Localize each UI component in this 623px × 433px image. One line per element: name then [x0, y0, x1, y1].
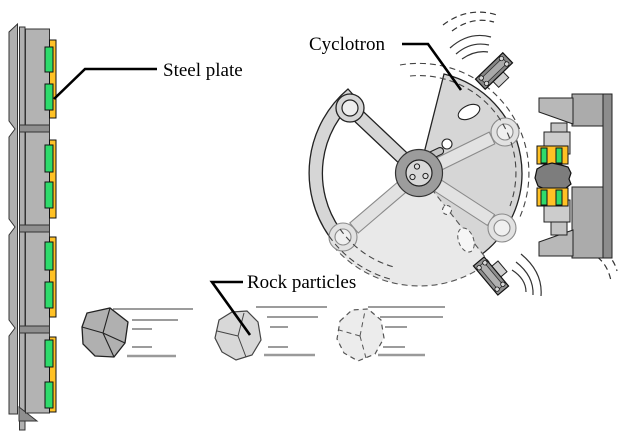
pad-strip-4 [49, 336, 57, 413]
steel-plate-assembly [8, 22, 57, 431]
impact-pad [44, 281, 54, 309]
blade-bolt [494, 286, 500, 292]
blade-bolt [504, 61, 510, 67]
blade-bolt [476, 265, 482, 271]
pad-strip-3 [49, 236, 57, 318]
rotor-hub [394, 148, 444, 198]
hub-bolt [422, 172, 429, 180]
ghost-hole [442, 205, 452, 215]
feeder-pin [555, 147, 563, 164]
impact-blade-top [474, 51, 514, 91]
rock-particles-label: Rock particles [247, 272, 356, 293]
feeder-pin [540, 147, 548, 164]
impact-blade-bottom [472, 256, 510, 296]
feeder-back-bar [602, 93, 613, 259]
impact-pad [44, 46, 54, 73]
cyclotron-label: Cyclotron [309, 34, 385, 55]
base-foot [18, 405, 39, 422]
rock-particle-3 [336, 306, 445, 362]
impact-pad [44, 144, 54, 173]
feed-rock [534, 162, 572, 191]
blade-bolt [498, 55, 505, 62]
leader-line-rock-particles [209, 280, 252, 336]
feeder-bracket-top [538, 97, 574, 125]
ghost-ring-bore [334, 228, 352, 246]
feeder-block-bottom [571, 186, 604, 259]
leader-line-cyclotron [402, 42, 463, 91]
leader-line-steel-plate [53, 67, 157, 100]
feeder-block-top [571, 93, 604, 127]
rock-particles-group [81, 306, 445, 362]
ghost-ring-bore [496, 123, 514, 141]
panel-separator-3 [19, 325, 50, 334]
blade-bolt [478, 75, 484, 81]
impact-pad [44, 83, 54, 111]
hub-bolt [409, 173, 416, 181]
rotation-motion-arcs [442, 11, 618, 297]
cyclotron-rotor [308, 11, 618, 297]
rock-particle-2 [214, 306, 327, 361]
impact-pad [44, 381, 54, 409]
feeder-assembly [534, 93, 613, 259]
sector-hole [441, 138, 453, 150]
ghost-hole [457, 227, 475, 253]
frame-strip [8, 22, 18, 415]
blade-bolt [482, 260, 488, 266]
impact-pad [44, 339, 54, 368]
feeder-stem-bottom [550, 221, 568, 236]
hub-bolt [413, 163, 421, 170]
steel-plate-label: Steel plate [163, 60, 243, 81]
ghost-rim-arc [399, 62, 530, 220]
ghost-sector [333, 172, 490, 287]
panel-separator-2 [19, 224, 50, 233]
pad-strip-2 [49, 139, 57, 219]
ghost-ring-bore [493, 219, 511, 237]
blade-bolt [483, 80, 490, 87]
panel-separator-1 [19, 124, 50, 133]
ghost-rim-arc [339, 228, 395, 268]
pad-strip-1 [49, 39, 57, 119]
rock-particle-1 [81, 307, 193, 358]
sector-hole [457, 103, 481, 121]
blade-bolt [500, 281, 506, 287]
feeder-pin [540, 189, 548, 206]
spoke-ring-bore [341, 99, 359, 117]
annotations: Steel plate Cyclotron Rock particles [53, 34, 463, 336]
impact-pad [44, 241, 54, 271]
armor-panel-1 [25, 28, 50, 126]
feeder-bracket-bottom [538, 229, 574, 257]
impact-pad [44, 181, 54, 209]
feeder-pin [555, 189, 563, 206]
